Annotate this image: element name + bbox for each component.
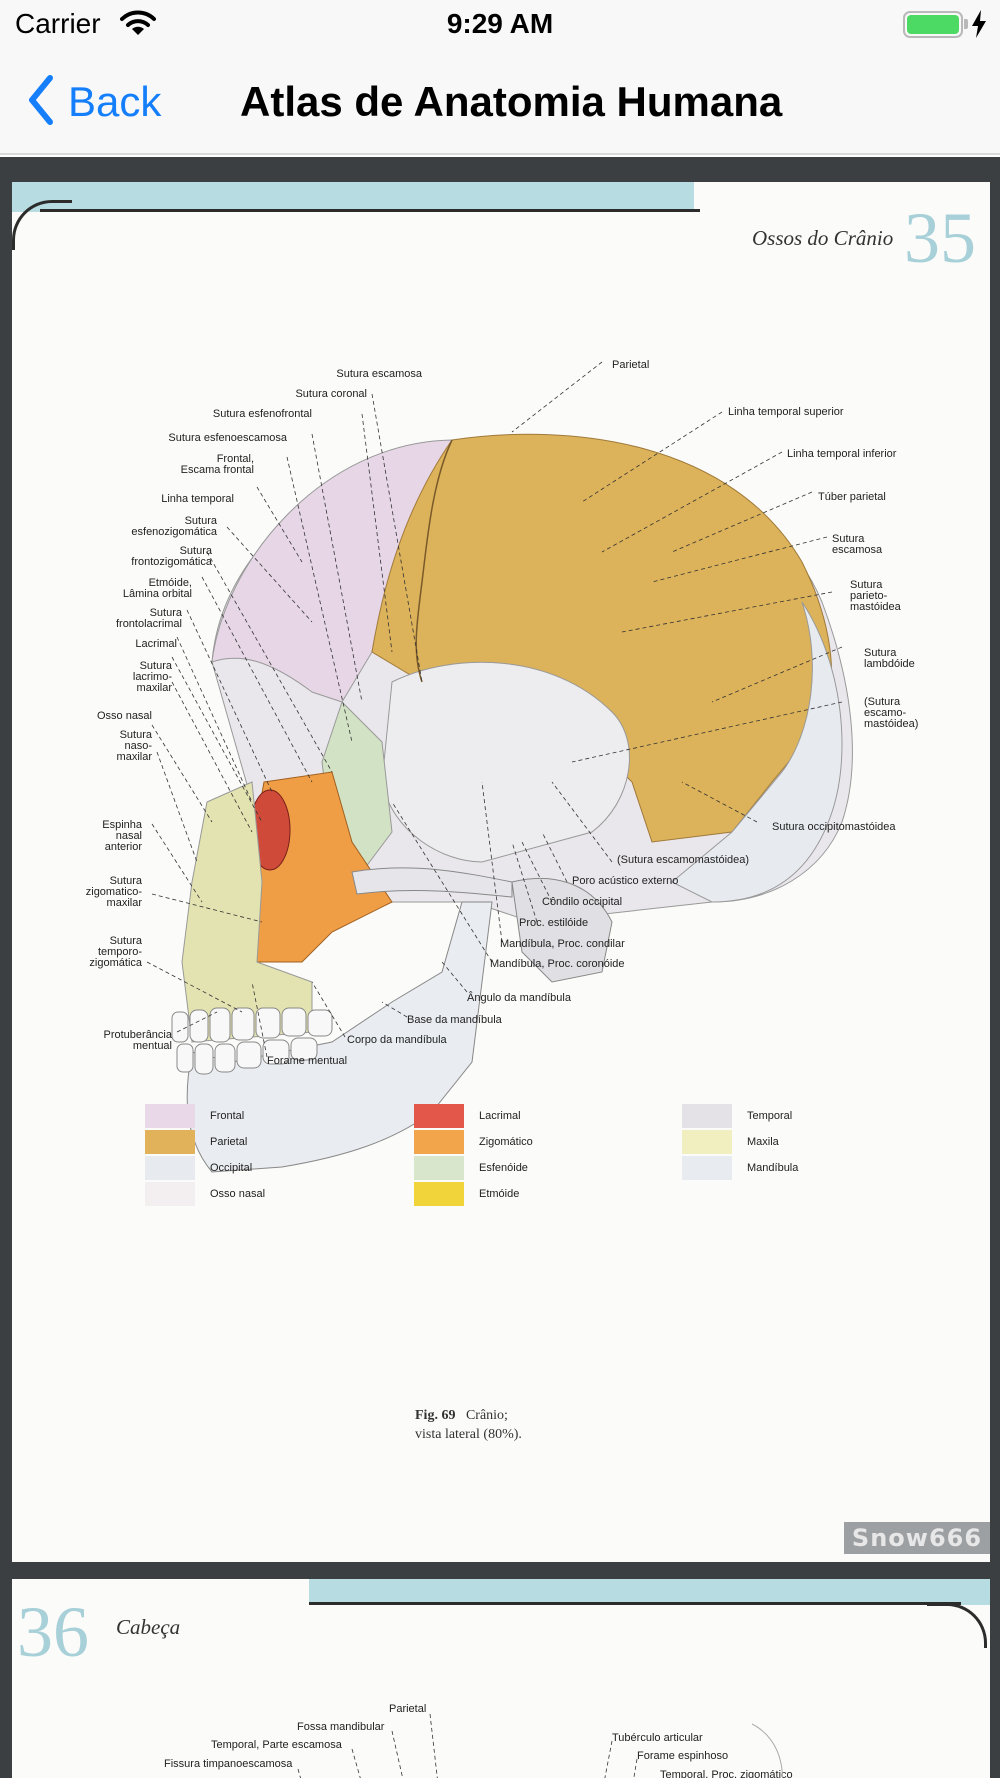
label-sutura-lacrimomaxilar: Sutura lacrimo- maxilar [132, 660, 172, 694]
label-tuberculo-articular: Tubérculo articular [612, 1732, 703, 1744]
chevron-left-icon [28, 74, 54, 130]
atlas-scroll-view[interactable]: Ossos do Crânio 35 [0, 157, 1000, 1778]
label-sutura-nasomaxilar: Sutura naso- maxilar [116, 729, 152, 763]
page-frame-line [309, 1602, 961, 1605]
watermark: Snow666 [844, 1522, 990, 1554]
back-button[interactable]: Back [28, 74, 161, 130]
page-frame-line [40, 209, 700, 212]
caption-line-2: vista lateral (80%). [415, 1427, 522, 1442]
legend-label-occipital: Occipital [210, 1162, 253, 1174]
label-forame-espinhoso: Forame espinhoso [637, 1750, 729, 1762]
battery-cap [964, 19, 968, 29]
legend-swatch-frontal [145, 1104, 195, 1128]
label-sutura-lambdoide: Sutura lambdóide [864, 647, 915, 670]
carrier-label: Carrier [15, 8, 101, 39]
legend-label-esfenoide: Esfenóide [479, 1162, 528, 1174]
legend-label-zigomatico: Zigomático [479, 1136, 533, 1148]
label-sutura-esfenozigomatica: Sutura esfenozigomática [131, 515, 217, 538]
label-mandibula-proc-condilar: Mandíbula, Proc. condilar [500, 938, 625, 950]
label-poro-acustico-externo: Poro acústico externo [572, 875, 679, 887]
charging-bolt-icon [971, 10, 987, 43]
figure-number: Fig. 69 [415, 1408, 456, 1423]
label-angulo-da-mandibula: Ângulo da mandíbula [467, 992, 571, 1004]
legend-swatch-esfenoide [414, 1156, 464, 1180]
label-temporal-parte-escamosa: Temporal, Parte escamosa [211, 1739, 342, 1751]
label-tuber-parietal: Túber parietal [818, 491, 886, 503]
label-osso-nasal: Osso nasal [96, 710, 152, 722]
legend-swatch-etmoide [414, 1182, 464, 1206]
page-section-title: Cabeça [116, 1615, 181, 1639]
label-forame-mentual: Forame mentual [267, 1055, 348, 1067]
skull-illustration [146, 361, 853, 1173]
legend-label-temporal: Temporal [747, 1110, 793, 1122]
legend-swatch-occipital [145, 1156, 195, 1180]
label-frontal: Frontal, Escama frontal [180, 453, 254, 476]
legend-label-frontal: Frontal [210, 1110, 245, 1122]
label-temporal-proc-zigomatico: Temporal, Proc. zigomático [660, 1769, 793, 1778]
label-condilo-occipital: Côndilo occipital [542, 896, 623, 908]
legend-swatch-temporal [682, 1104, 732, 1128]
label-espinha-nasal-anterior: Espinha nasal anterior [102, 819, 142, 853]
label-sutura-frontolacrimal: Sutura frontolacrimal [115, 607, 182, 630]
label-sutura-zigomaticomaxilar: Sutura zigomatico- maxilar [85, 875, 142, 909]
label-fissura-timpanoescamosa: Fissura timpanoescamosa [164, 1758, 293, 1770]
label-linha-temporal: Linha temporal [161, 493, 234, 505]
legend-swatch-mandibula [682, 1156, 732, 1180]
clock: 9:29 AM [446, 8, 554, 39]
skull-base-illustration [297, 1713, 783, 1778]
label-sutura-escamomastoidea: (Sutura escamomastóidea) [617, 854, 750, 866]
caption-line-1: Crânio; [465, 1408, 508, 1423]
label-fossa-mandibular: Fossa mandibular [297, 1721, 385, 1733]
label-sutura-temporozigomatica: Sutura temporo- zigomática [89, 935, 142, 969]
page-number: 35 [904, 198, 976, 278]
legend-swatch-maxila [682, 1130, 732, 1154]
label-mandibula-proc-coronoide: Mandíbula, Proc. coronóide [490, 958, 625, 970]
status-bar: Carrier 9:29 AM [0, 0, 1000, 48]
label-sutura-esfenofrontal: Sutura esfenofrontal [212, 408, 312, 420]
label-sutura-escamomastoidea-right: (Sutura escamo- mastóidea) [864, 696, 919, 730]
label-sutura-coronal: Sutura coronal [295, 388, 367, 400]
back-label: Back [68, 78, 162, 125]
page-number: 36 [17, 1592, 89, 1672]
label-parietal: Parietal [389, 1703, 427, 1715]
page-title: Atlas de Anatomia Humana [240, 78, 783, 125]
label-sutura-frontozigomatica: Sutura frontozigomática [131, 545, 212, 568]
legend-label-mandibula: Mandíbula [747, 1162, 799, 1174]
legend-label-maxila: Maxila [747, 1136, 779, 1148]
legend-label-lacrimal: Lacrimal [479, 1110, 521, 1122]
page-section-title: Ossos do Crânio [752, 226, 894, 250]
label-lacrimal: Lacrimal [135, 638, 177, 650]
legend-label-etmoide: Etmóide [479, 1188, 520, 1200]
label-base-da-mandibula: Base da mandíbula [407, 1014, 502, 1026]
label-linha-temporal-inferior: Linha temporal inferior [787, 448, 897, 460]
label-sutura-escamosa: Sutura escamosa [336, 368, 422, 380]
legend-label-osso-nasal: Osso nasal [210, 1188, 266, 1200]
label-parietal: Parietal [612, 359, 650, 371]
legend-swatch-parietal [145, 1130, 195, 1154]
label-sutura-occipitomastoidea: Sutura occipitomastóidea [772, 821, 896, 833]
label-etmoide: Etmóide, Lâmina orbital [122, 577, 192, 600]
legend-swatch-osso-nasal [145, 1182, 195, 1206]
label-sutura-esfenoescamosa: Sutura esfenoescamosa [168, 432, 287, 444]
label-corpo-da-mandibula: Corpo da mandíbula [347, 1034, 447, 1046]
navigation-bar: Back Atlas de Anatomia Humana [0, 48, 1000, 155]
battery-icon [903, 11, 963, 38]
atlas-page-36: 36 Cabeça Parietal Fossa mandibular Temp… [12, 1579, 990, 1778]
figure-caption: Fig. 69 Crânio; vista lateral (80%). [415, 1406, 522, 1444]
label-linha-temporal-superior: Linha temporal superior [728, 406, 844, 418]
wifi-icon [120, 9, 156, 42]
legend-label-parietal: Parietal [210, 1136, 248, 1148]
label-protuberancia-mentual: Protuberância mentual [103, 1029, 173, 1052]
label-proc-estiloide: Proc. estilóide [519, 917, 589, 929]
atlas-page-35: Ossos do Crânio 35 [12, 182, 990, 1562]
label-sutura-escamosa-right: Sutura escamosa [832, 533, 883, 556]
page-header-tab [12, 182, 694, 212]
legend-swatch-zigomatico [414, 1130, 464, 1154]
legend-swatch-lacrimal [414, 1104, 464, 1128]
page-header-tab [309, 1579, 990, 1605]
label-sutura-parietomastoidea: Sutura parieto- mastóidea [850, 579, 901, 613]
